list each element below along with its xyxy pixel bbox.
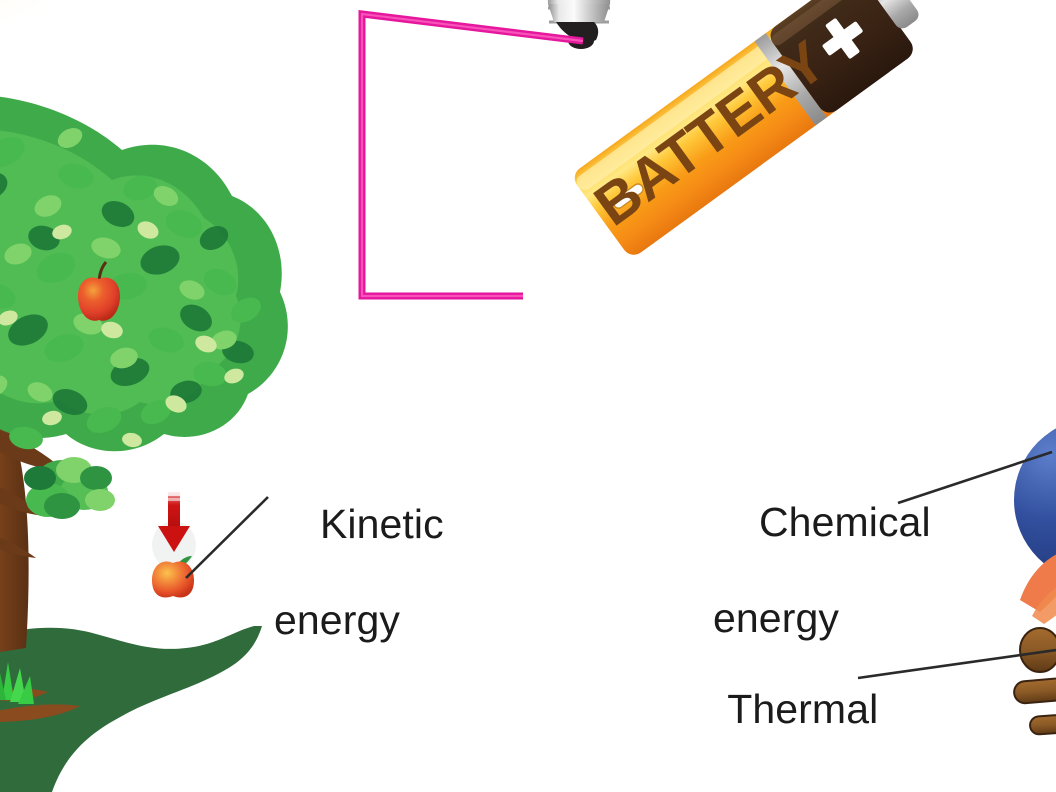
label-thermal-line2: energy <box>682 781 878 792</box>
sun-glow-icon <box>0 0 146 58</box>
battery-minus-sign <box>612 183 644 209</box>
label-chemical-energy: Chemical energy <box>713 450 931 738</box>
label-chemical-line2: energy <box>713 595 839 641</box>
orange-flame <box>1020 554 1056 624</box>
blue-sphere <box>1014 428 1056 572</box>
down-arrow-icon <box>158 492 190 552</box>
label-thermal-energy: Thermal energy <box>682 637 878 792</box>
battery-plus-sign <box>822 18 863 59</box>
firewood-logs <box>1013 627 1056 736</box>
label-thermal-line1: Thermal <box>727 686 879 732</box>
circuit-wire <box>358 10 584 300</box>
apple-on-tree <box>78 261 120 321</box>
label-kinetic-line2: energy <box>274 597 400 643</box>
branch-leaf-cluster <box>24 457 115 519</box>
leader-line-thermal <box>857 648 1056 680</box>
label-kinetic-line1: Kinetic <box>319 501 444 547</box>
battery: BATTERY <box>574 0 919 255</box>
falling-apple-motion <box>152 492 196 598</box>
falling-apple <box>152 556 194 598</box>
leader-line-kinetic <box>185 496 269 579</box>
ground-mound <box>0 626 262 792</box>
leader-line-chemical <box>897 450 1053 505</box>
leader-lines <box>185 450 1056 680</box>
grass-tufts <box>0 662 34 704</box>
label-chemical-line1: Chemical <box>758 499 931 545</box>
label-kinetic-energy: Kinetic energy <box>274 452 444 740</box>
